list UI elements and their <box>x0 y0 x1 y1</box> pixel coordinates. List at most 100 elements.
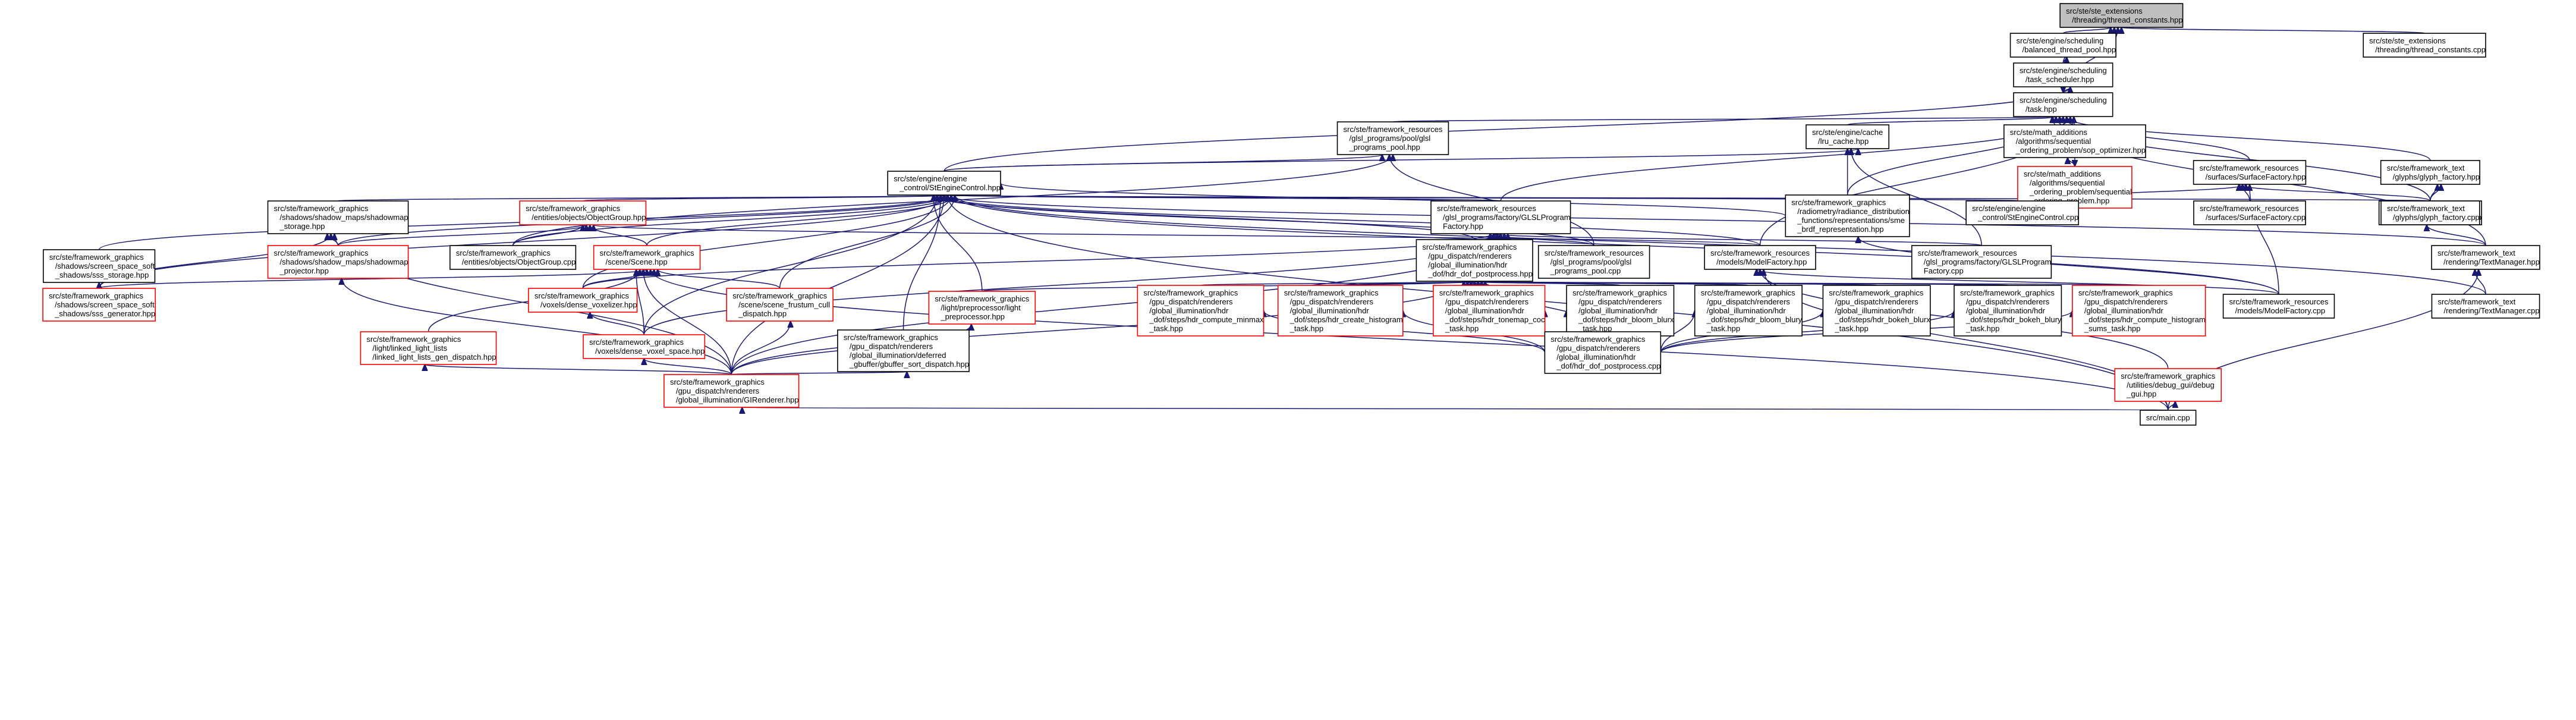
node-screenspace-soft[interactable]: src/ste/framework_graphics/shadows/scree… <box>43 249 156 283</box>
node-box <box>887 171 1001 196</box>
node-lrucache[interactable]: src/ste/engine/cache/lru_cache.hpp <box>1806 124 1890 149</box>
node-sss-generator[interactable]: src/ste/framework_graphics/shadows/scree… <box>42 288 156 322</box>
node-surfacefactory[interactable]: src/ste/framework_resources/surfaces/Sur… <box>2193 160 2307 185</box>
node-box <box>2431 245 2540 270</box>
edge-glyphfactory-cpp-to-glyphfactory <box>2430 184 2441 202</box>
node-voxelizer[interactable]: src/ste/framework_graphics/voxels/dense_… <box>528 288 638 313</box>
node-ste-engine-control[interactable]: src/ste/engine/engine_control/StEngineCo… <box>887 171 1001 196</box>
node-box <box>267 200 409 234</box>
edge-glslpool-to-task <box>1392 117 2052 122</box>
node-root[interactable]: src/ste/ste_extensions/threading/thread_… <box>2059 3 2184 28</box>
node-label-line: /glsl_programs/pool/glsl <box>1550 257 1632 266</box>
edge-textmanager-cpp-to-textmanager <box>2475 269 2486 295</box>
node-ste-engine-control-cpp[interactable]: src/ste/engine/engine_control/StEngineCo… <box>1965 200 2080 225</box>
node-label-line: /gpu_dispatch/renderers <box>1149 297 1233 306</box>
node-tcpp[interactable]: src/ste/ste_extensions/threading/thread_… <box>2363 33 2486 58</box>
node-box <box>1433 285 1546 337</box>
node-bokeh-blury[interactable]: src/ste/framework_graphics/gpu_dispatch/… <box>1954 285 2062 337</box>
node-debug-gui[interactable]: src/ste/framework_graphics/utilities/deb… <box>2114 368 2222 402</box>
node-label-line: _task.hpp <box>1289 324 1323 333</box>
node-histogram-sums[interactable]: src/ste/framework_graphics/gpu_dispatch/… <box>2072 285 2206 337</box>
edge-girenderer-to-frustum-cull <box>731 321 790 375</box>
edge-glslpool-cpp-to-glslpool <box>1389 155 1594 246</box>
edge-glslprogfactory-to-task <box>1500 117 2070 202</box>
node-label-line: _dof/steps/hdr_bloom_blury <box>1706 315 1803 324</box>
node-box <box>2114 368 2222 402</box>
edge-tcpp-to-root <box>2121 27 2425 33</box>
node-scene[interactable]: src/ste/framework_graphics/scene/Scene.h… <box>593 245 701 270</box>
node-hdr-postprocess-cpp[interactable]: src/ste/framework_graphics/gpu_dispatch/… <box>1544 331 1662 374</box>
node-label-line: /global_illumination/hdr <box>1578 306 1658 315</box>
node-box <box>1544 331 1662 374</box>
node-label-line: _dof/steps/hdr_bokeh_blurx <box>1834 315 1930 324</box>
node-hdr-postprocess[interactable]: src/ste/framework_graphics/gpu_dispatch/… <box>1416 239 1533 282</box>
node-frustum-cull[interactable]: src/ste/framework_graphics/scene/scene_f… <box>726 288 833 322</box>
node-task[interactable]: src/ste/engine/scheduling/task.hpp <box>2013 92 2113 117</box>
node-modelfactory-cpp[interactable]: src/ste/framework_resources/models/Model… <box>2222 294 2335 319</box>
node-label-line: _sums_task.hpp <box>2084 324 2141 333</box>
node-girenderer[interactable]: src/ste/framework_graphics/gpu_dispatch/… <box>663 374 800 408</box>
node-textmanager-cpp[interactable]: src/ste/framework_text/rendering/TextMan… <box>2431 294 2540 319</box>
node-shadowmap-storage[interactable]: src/ste/framework_graphics/shadows/shado… <box>267 200 409 234</box>
node-box <box>1954 285 2062 337</box>
node-label-line: src/ste/framework_graphics <box>1422 243 1517 251</box>
node-dense-voxel-space[interactable]: src/ste/framework_graphics/voxels/dense_… <box>583 334 706 359</box>
node-box <box>1277 285 1404 337</box>
node-label-line: /entities/objects/ObjectGroup.cpp <box>462 257 576 266</box>
node-glyphfactory[interactable]: src/ste/framework_text/glyphs/glyph_fact… <box>2380 160 2480 185</box>
node-glyphfactory-cpp[interactable]: src/ste/framework_text/glyphs/glyph_fact… <box>2380 200 2480 225</box>
node-glslprogfactory[interactable]: src/ste/framework_resources/glsl_program… <box>1430 200 1571 234</box>
node-balanced[interactable]: src/ste/engine/scheduling/balanced_threa… <box>2009 33 2116 58</box>
node-bokeh-blurx[interactable]: src/ste/framework_graphics/gpu_dispatch/… <box>1822 285 1931 337</box>
node-label-line: src/ste/framework_resources <box>1344 125 1443 134</box>
node-label-line: src/ste/framework_resources <box>2229 297 2329 306</box>
node-surfacefactory-cpp[interactable]: src/ste/framework_resources/surfaces/Sur… <box>2193 200 2306 225</box>
node-label-line: src/ste/framework_resources <box>2200 204 2299 213</box>
node-light-preprocessor[interactable]: src/ste/framework_graphics/light/preproc… <box>928 291 1036 325</box>
node-sopopt[interactable]: src/ste/math_additions/algorithms/sequen… <box>2003 124 2146 158</box>
node-glslpool[interactable]: src/ste/framework_resources/glsl_program… <box>1336 121 1449 155</box>
node-bloom-blury[interactable]: src/ste/framework_graphics/gpu_dispatch/… <box>1694 285 1803 337</box>
node-modelfactory[interactable]: src/ste/framework_resources/models/Model… <box>1704 245 1816 270</box>
node-label-line: /global_illumination/hdr <box>1966 306 2046 315</box>
node-label-line: /glyphs/glyph_factory.cpp <box>2393 213 2480 222</box>
node-label-line: /models/ModelFactory.cpp <box>2235 306 2326 315</box>
node-maincpp[interactable]: src/main.cpp <box>2140 410 2197 426</box>
node-create-histogram[interactable]: src/ste/framework_graphics/gpu_dispatch/… <box>1277 285 1404 337</box>
node-box <box>2072 285 2206 337</box>
node-objectgroup[interactable]: src/ste/framework_graphics/entities/obje… <box>519 200 647 225</box>
node-objectgroup-cpp[interactable]: src/ste/framework_graphics/entities/obje… <box>449 245 577 270</box>
node-label-line: _dof/steps/hdr_compute_minmax <box>1149 315 1264 324</box>
node-compute-minmax[interactable]: src/ste/framework_graphics/gpu_dispatch/… <box>1137 285 1265 337</box>
edge-shadowmap-projector-to-objectgroup <box>337 225 587 246</box>
node-label-line: src/ste/framework_graphics <box>1550 335 1645 344</box>
edge-modelfactory-cpp-to-ste-engine-control <box>951 195 2279 295</box>
node-label-line: /rendering/TextManager.cpp <box>2443 306 2539 315</box>
node-label-line: src/ste/framework_graphics <box>534 291 629 300</box>
node-radiometry[interactable]: src/ste/framework_graphics/radiometry/ra… <box>1785 194 1910 237</box>
node-tonemap-coc[interactable]: src/ste/framework_graphics/gpu_dispatch/… <box>1433 285 1546 337</box>
node-label-line: src/ste/ste_extensions <box>2066 7 2143 15</box>
node-label-line: _shadows/sss_storage.hpp <box>55 271 149 279</box>
node-label-line: src/ste/engine/scheduling <box>2020 96 2107 105</box>
node-label-line: src/ste/engine/engine <box>1972 204 2046 213</box>
node-shadowmap-projector[interactable]: src/ste/framework_graphics/shadows/shado… <box>267 245 409 279</box>
node-label-line: src/ste/framework_text <box>2387 204 2465 213</box>
node-box <box>593 245 701 270</box>
node-gbuffer-sort[interactable]: src/ste/framework_graphics/gpu_dispatch/… <box>837 329 970 372</box>
node-label-line: /utilities/debug_gui/debug <box>2127 381 2214 389</box>
node-textmanager[interactable]: src/ste/framework_text/rendering/TextMan… <box>2431 245 2540 270</box>
node-linked-light[interactable]: src/ste/framework_graphics/light/linked_… <box>360 331 497 365</box>
node-label-line: /algorithms/sequential <box>2030 178 2105 187</box>
node-label-line: _task.hpp <box>1834 324 1868 333</box>
node-bloom-blurx[interactable]: src/ste/framework_graphics/gpu_dispatch/… <box>1566 285 1675 337</box>
node-box <box>2222 294 2335 319</box>
node-label-line: src/ste/engine/cache <box>1812 128 1883 137</box>
node-label-line: src/ste/framework_graphics <box>366 335 461 344</box>
node-label-line: /task.hpp <box>2025 105 2057 114</box>
node-glslprogfactory-cpp[interactable]: src/ste/framework_resources/glsl_program… <box>1911 245 2052 279</box>
edge-dense-voxel-space-to-voxelizer <box>590 312 644 335</box>
node-tasksched[interactable]: src/ste/engine/scheduling/task_scheduler… <box>2013 62 2113 87</box>
node-glslpool-cpp[interactable]: src/ste/framework_resources/glsl_program… <box>1537 245 1650 279</box>
